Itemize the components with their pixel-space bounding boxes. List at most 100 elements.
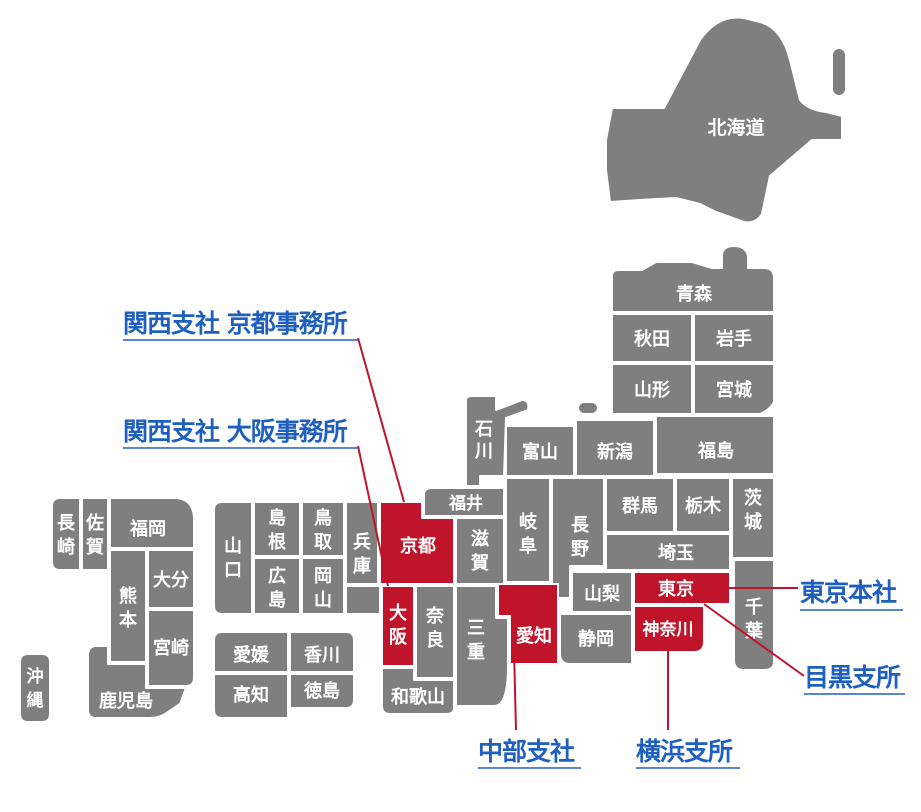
region-tohoku: 青森 秋田 岩手 山形 宮城 福島 — [611, 245, 775, 475]
prefecture-iwate[interactable] — [693, 313, 775, 363]
label-yamanashi: 山梨 — [584, 583, 620, 605]
label-ehime: 愛媛 — [233, 644, 270, 666]
label-yamaguchi-1: 山 — [224, 536, 242, 557]
prefecture-tokyo[interactable] — [633, 571, 731, 605]
label-saga-1: 佐 — [85, 512, 104, 534]
office-tokyo-head-link[interactable]: 東京本社 — [800, 578, 903, 611]
prefecture-fukui[interactable] — [423, 487, 505, 517]
prefecture-niigata[interactable] — [575, 419, 655, 477]
label-kumamoto-1: 熊 — [119, 585, 137, 607]
label-hiroshima-1: 広 — [268, 565, 286, 587]
prefecture-kochi[interactable] — [213, 673, 289, 719]
prefecture-nagasaki[interactable] — [51, 497, 81, 571]
prefecture-ibaraki[interactable] — [731, 477, 775, 559]
label-mie-2: 重 — [467, 641, 485, 663]
label-gifu-2: 阜 — [519, 535, 537, 557]
prefecture-wakayama[interactable] — [381, 667, 455, 715]
prefecture-gunma[interactable] — [605, 477, 675, 533]
label-niigata: 新潟 — [597, 441, 633, 463]
office-tokyo-head-label[interactable]: 東京本社 — [800, 578, 898, 607]
prefecture-aomori[interactable] — [611, 245, 775, 313]
label-tottori-1: 鳥 — [314, 507, 332, 529]
label-saga-2: 賀 — [85, 537, 104, 558]
label-kagoshima: 鹿児島 — [99, 690, 153, 712]
office-chubu-link[interactable]: 中部支社 — [478, 737, 581, 769]
prefecture-saitama[interactable] — [605, 533, 731, 571]
label-ishikawa-2: 川 — [474, 441, 493, 462]
label-okayama-2: 山 — [314, 590, 332, 611]
label-iwate: 岩手 — [715, 328, 752, 350]
prefecture-hiroshima[interactable] — [253, 557, 301, 615]
office-kansai-osaka-label[interactable]: 関西支社 大阪事務所 — [123, 417, 349, 446]
label-nagasaki-1: 長 — [57, 513, 76, 534]
prefecture-okayama[interactable] — [301, 557, 345, 615]
prefecture-kyoto[interactable] — [379, 501, 455, 585]
label-oita: 大分 — [153, 569, 189, 591]
label-shimane-1: 島 — [268, 507, 286, 529]
prefecture-saga[interactable] — [81, 497, 109, 571]
prefecture-kanagawa[interactable] — [633, 605, 705, 653]
office-meguro-label[interactable]: 目黒支所 — [804, 663, 902, 692]
prefecture-shiga[interactable] — [455, 517, 505, 585]
prefecture-yamanashi[interactable] — [571, 571, 633, 613]
label-hokkaido: 北海道 — [707, 116, 764, 139]
label-fukuoka: 福岡 — [129, 518, 166, 540]
prefecture-miyazaki[interactable] — [147, 609, 195, 687]
prefecture-kagawa[interactable] — [289, 631, 355, 673]
label-kochi: 高知 — [233, 684, 269, 706]
office-chubu-label[interactable]: 中部支社 — [478, 737, 576, 766]
label-okinawa-1: 沖 — [27, 666, 44, 687]
label-ibaraki-2: 城 — [744, 511, 762, 533]
prefecture-mie[interactable] — [455, 585, 509, 707]
prefecture-nara[interactable] — [415, 585, 455, 679]
line-kansai-kyoto — [357, 337, 405, 503]
region-hokkaido: 北海道 — [605, 16, 847, 224]
prefecture-okinawa[interactable] — [19, 653, 51, 723]
sado-island — [577, 401, 599, 415]
region-shikoku: 愛媛 香川 高知 徳島 — [213, 631, 355, 719]
label-tokyo: 東京 — [658, 578, 694, 600]
office-kansai-kyoto-label[interactable]: 関西支社 京都事務所 — [123, 309, 349, 338]
label-gifu-1: 岐 — [519, 511, 538, 533]
prefecture-tochigi[interactable] — [675, 477, 731, 533]
office-yokohama-label[interactable]: 横浜支所 — [636, 737, 734, 766]
line-kansai-osaka — [357, 445, 389, 587]
prefecture-akita[interactable] — [611, 313, 693, 363]
office-kansai-osaka-link[interactable]: 関西支社 大阪事務所 — [123, 417, 358, 449]
label-kumamoto-2: 本 — [119, 609, 137, 631]
label-osaka-2: 阪 — [389, 626, 408, 648]
office-kansai-kyoto-link[interactable]: 関西支社 京都事務所 — [123, 309, 358, 341]
prefecture-kumamoto[interactable] — [109, 549, 147, 663]
prefecture-fukushima[interactable] — [655, 415, 775, 475]
line-meguro — [703, 603, 805, 677]
prefecture-tottori[interactable] — [301, 501, 345, 557]
prefecture-yamaguchi[interactable] — [213, 501, 253, 615]
prefecture-tokushima[interactable] — [289, 673, 355, 709]
label-yamagata: 山形 — [634, 380, 670, 401]
prefecture-yamagata[interactable] — [611, 363, 693, 415]
prefecture-oita[interactable] — [147, 549, 195, 609]
prefecture-toyama[interactable] — [505, 425, 575, 477]
label-kanagawa: 神奈川 — [643, 619, 694, 640]
prefecture-hyogo[interactable] — [345, 501, 379, 585]
prefecture-hokkaido[interactable] — [605, 16, 843, 224]
label-kyoto: 京都 — [400, 535, 436, 557]
region-chubu: 石 川 富山 新潟 福井 岐 阜 長 野 群馬 栃木 茨 城 埼玉 山梨 東京 … — [423, 395, 775, 671]
label-hiroshima-2: 島 — [268, 589, 286, 611]
prefecture-fukuoka[interactable] — [109, 497, 195, 549]
prefecture-miyagi[interactable] — [693, 363, 775, 415]
prefecture-osaka[interactable] — [381, 585, 415, 667]
office-yokohama-link[interactable]: 横浜支所 — [636, 737, 740, 769]
region-chugoku: 山 口 島 根 鳥 取 広 島 岡 山 — [213, 501, 381, 615]
label-mie-1: 三 — [467, 618, 485, 639]
label-fukui: 福井 — [448, 493, 483, 514]
prefecture-gifu[interactable] — [505, 477, 551, 583]
prefecture-aichi[interactable] — [497, 583, 559, 665]
prefecture-ehime[interactable] — [213, 631, 289, 673]
prefecture-kagoshima[interactable] — [87, 645, 187, 719]
office-meguro-link[interactable]: 目黒支所 — [804, 663, 905, 695]
prefecture-shimane[interactable] — [253, 501, 301, 557]
label-shiga-2: 賀 — [470, 553, 489, 574]
prefecture-shizuoka[interactable] — [559, 613, 633, 665]
label-nara-2: 良 — [426, 629, 444, 651]
